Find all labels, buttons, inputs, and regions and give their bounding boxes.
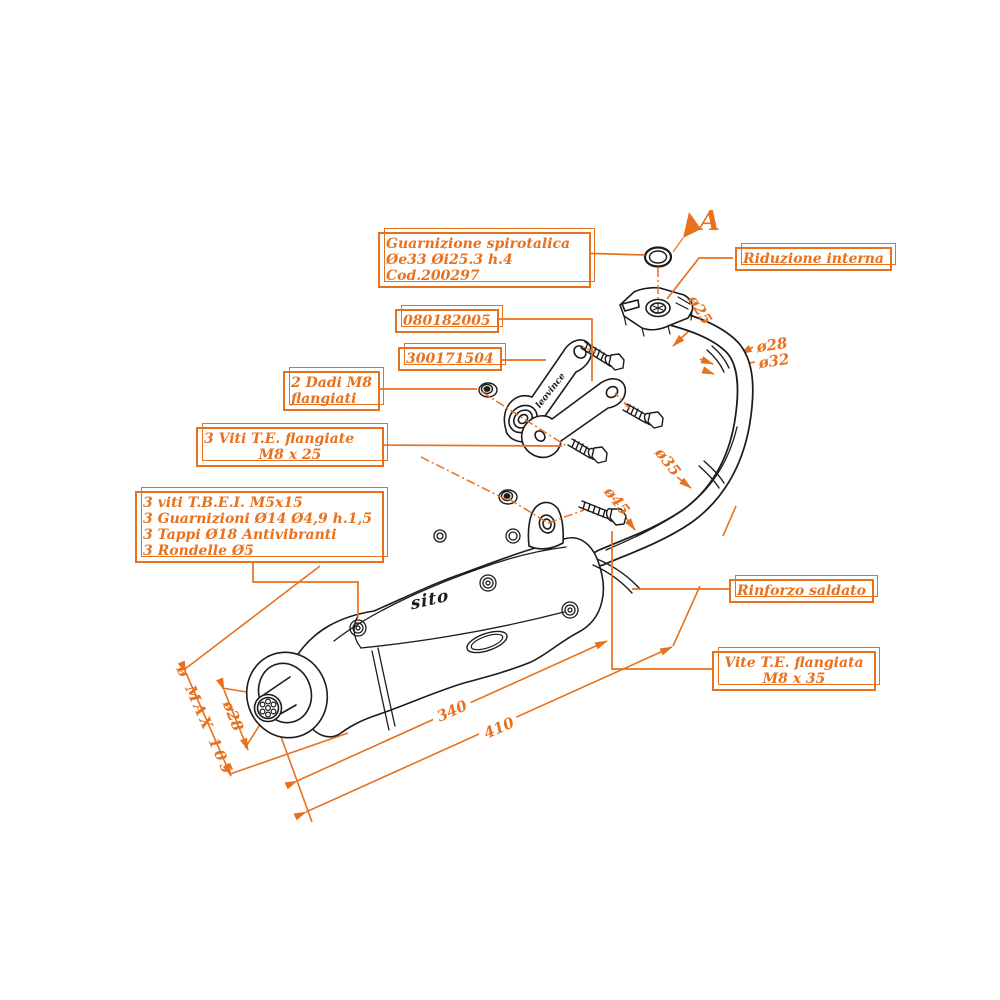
dim-28-tip <box>216 677 249 751</box>
callout-line: flangiati <box>291 391 357 407</box>
header-pipe <box>591 307 754 567</box>
ext-410-b <box>672 585 701 647</box>
hanger-tab <box>527 501 565 550</box>
bracket-arm-300171504 <box>503 339 593 443</box>
callout-dadi: 2 Dadi M8 flangiati <box>283 367 385 411</box>
front-weld-arc-1 <box>371 650 390 731</box>
muffler-end-cone <box>245 651 329 739</box>
callout-part-080182005: 080182005 <box>395 305 503 333</box>
callout-riduzione: Riduzione interna <box>735 243 896 271</box>
view-a-label: A <box>699 206 720 237</box>
gasket-ring <box>643 246 673 268</box>
nut-m8-1 <box>478 382 498 398</box>
muffler-body <box>292 528 641 738</box>
outlet-end-cap <box>253 693 283 723</box>
leader-viti-te <box>371 444 563 447</box>
callout-line: 3 viti T.B.E.I. M5x15 <box>143 495 303 511</box>
ext-28-bottom <box>244 722 262 749</box>
part-number: 080182005 <box>403 313 491 329</box>
weld-seam-rinforzo <box>596 558 641 590</box>
callout-viti-te: 3 Viti T.E. flangiate M8 x 25 <box>196 423 388 467</box>
callout-line: M8 x 25 <box>258 447 322 463</box>
emboss-boundary <box>360 611 565 649</box>
pipe-sleeve-ring-2 <box>706 349 725 373</box>
callout-line: 2 Dadi M8 <box>291 375 373 391</box>
callout-line: Cod.200297 <box>386 268 480 284</box>
callout-rinforzo: Rinforzo saldato <box>729 575 878 603</box>
screws <box>567 341 664 526</box>
bracket-arm-080182005 <box>520 378 627 459</box>
leader-riduzione <box>666 257 733 300</box>
shell-seam <box>333 546 567 642</box>
callout-line: 3 Guarnizioni Ø14 Ø4,9 h.1,5 <box>143 511 373 527</box>
pipe-reinforcement-line <box>605 426 738 551</box>
callout-leaders <box>252 212 733 670</box>
rivets <box>349 528 579 637</box>
ext-line-max-bottom <box>229 732 349 775</box>
vent-oval <box>466 630 508 654</box>
ext-line-max-top <box>184 565 321 670</box>
callout-line: 3 Viti T.E. flangiate <box>204 431 355 447</box>
callout-line: M8 x 35 <box>762 671 826 687</box>
leader-vite-te <box>611 531 712 670</box>
callout-viti-tbei: 3 viti T.B.E.I. M5x15 3 Guarnizioni Ø14 … <box>135 487 388 563</box>
screw-m8x25-1 <box>580 341 625 371</box>
screw-m8x35 <box>578 500 627 526</box>
screw-m8x25-2 <box>622 403 664 429</box>
part-number: 300171504 <box>406 351 494 367</box>
leader-080182005 <box>484 318 593 381</box>
callout-line: Guarnizione spirotalica <box>386 236 571 252</box>
assembly-axes <box>420 268 659 524</box>
leader-d35 <box>676 476 692 489</box>
weld-seam-rinforzo-2 <box>592 564 633 594</box>
view-a-arrow <box>672 212 701 253</box>
callout-line: 3 Tappi Ø18 Antivibranti <box>143 527 337 543</box>
leader-d32r-left <box>701 366 715 375</box>
front-weld-arc-2 <box>377 647 396 727</box>
screw-m8x25-3 <box>567 438 608 464</box>
callout-guarnizione: Guarnizione spirotalica Øe33 Øi25.3 h.4 … <box>378 228 595 288</box>
pipe-sleeve-ring-3 <box>703 460 725 484</box>
callout-line: Riduzione interna <box>743 251 884 267</box>
flange-slot <box>621 299 640 312</box>
callout-line: Rinforzo saldato <box>737 583 866 599</box>
pipe-sleeve-ring-4 <box>698 465 720 489</box>
callout-vite-te: Vite T.E. flangiata M8 x 35 <box>712 647 880 691</box>
callout-line: Vite T.E. flangiata <box>724 655 864 671</box>
pipe-sleeve-ring-1 <box>711 345 730 369</box>
leader-viti-tbei <box>252 562 359 617</box>
callout-part-300171504: 300171504 <box>398 343 506 371</box>
exhaust-flange <box>619 286 694 337</box>
callout-line: Øe33 Øi25.3 h.4 <box>386 252 513 268</box>
callout-line: 3 Rondelle Ø5 <box>143 543 254 559</box>
ext-410-a <box>722 505 737 537</box>
dim-max-105 <box>177 660 232 777</box>
leader-d28r-left <box>699 356 714 365</box>
